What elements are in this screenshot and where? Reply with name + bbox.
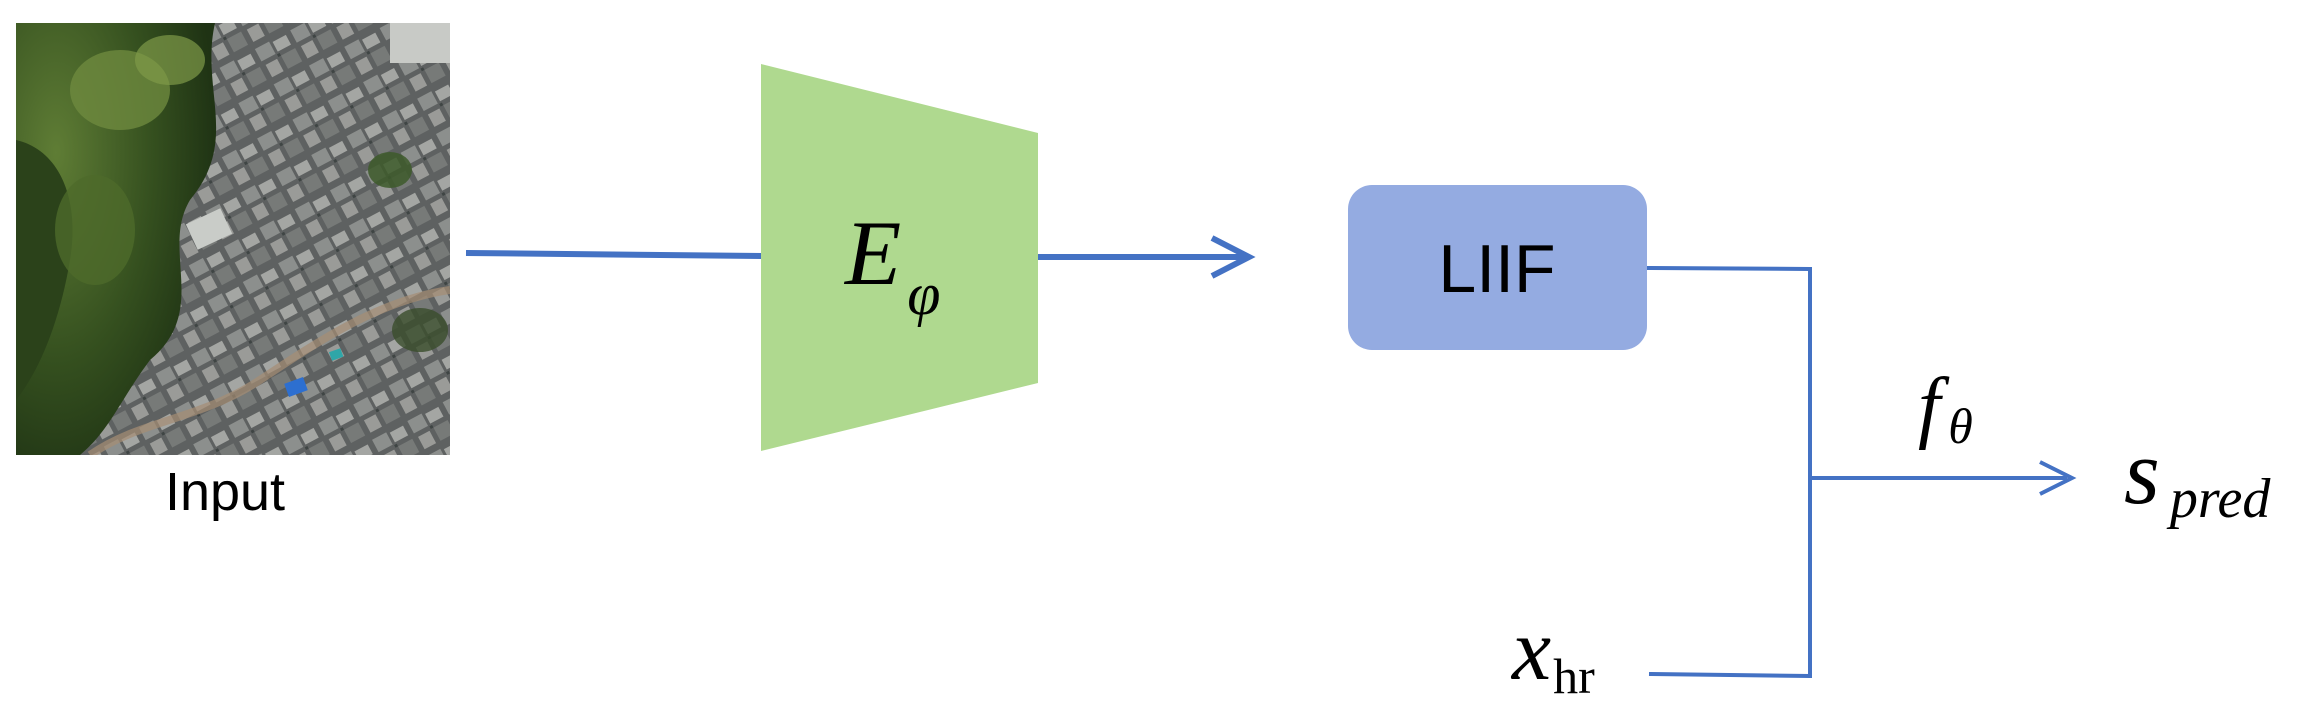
- function-subscript: θ: [1948, 398, 1973, 454]
- encoder-subscript: φ: [907, 261, 940, 327]
- encoder-block: [761, 64, 1038, 451]
- liif-output-line: [1646, 266, 1811, 271]
- hr-input-line: [1648, 672, 1811, 678]
- output-subscript: pred: [2166, 468, 2272, 530]
- function-symbol: f: [1918, 363, 1950, 451]
- hr-input-label: xhr: [1510, 602, 1595, 704]
- junction-to-output-arrowhead: [2039, 460, 2077, 496]
- input-to-encoder-line: [465, 250, 763, 259]
- encoder-to-liif-arrowhead: [1210, 235, 1256, 279]
- hr-input-subscript: hr: [1553, 648, 1595, 704]
- liif-block: [1348, 185, 1647, 350]
- liif-label: LIIF: [1438, 231, 1555, 307]
- hr-input-symbol: x: [1510, 602, 1551, 699]
- output-symbol: s: [2124, 421, 2160, 523]
- input-image: [16, 23, 450, 455]
- encoder-symbol: E: [843, 202, 901, 304]
- input-label: Input: [165, 462, 285, 522]
